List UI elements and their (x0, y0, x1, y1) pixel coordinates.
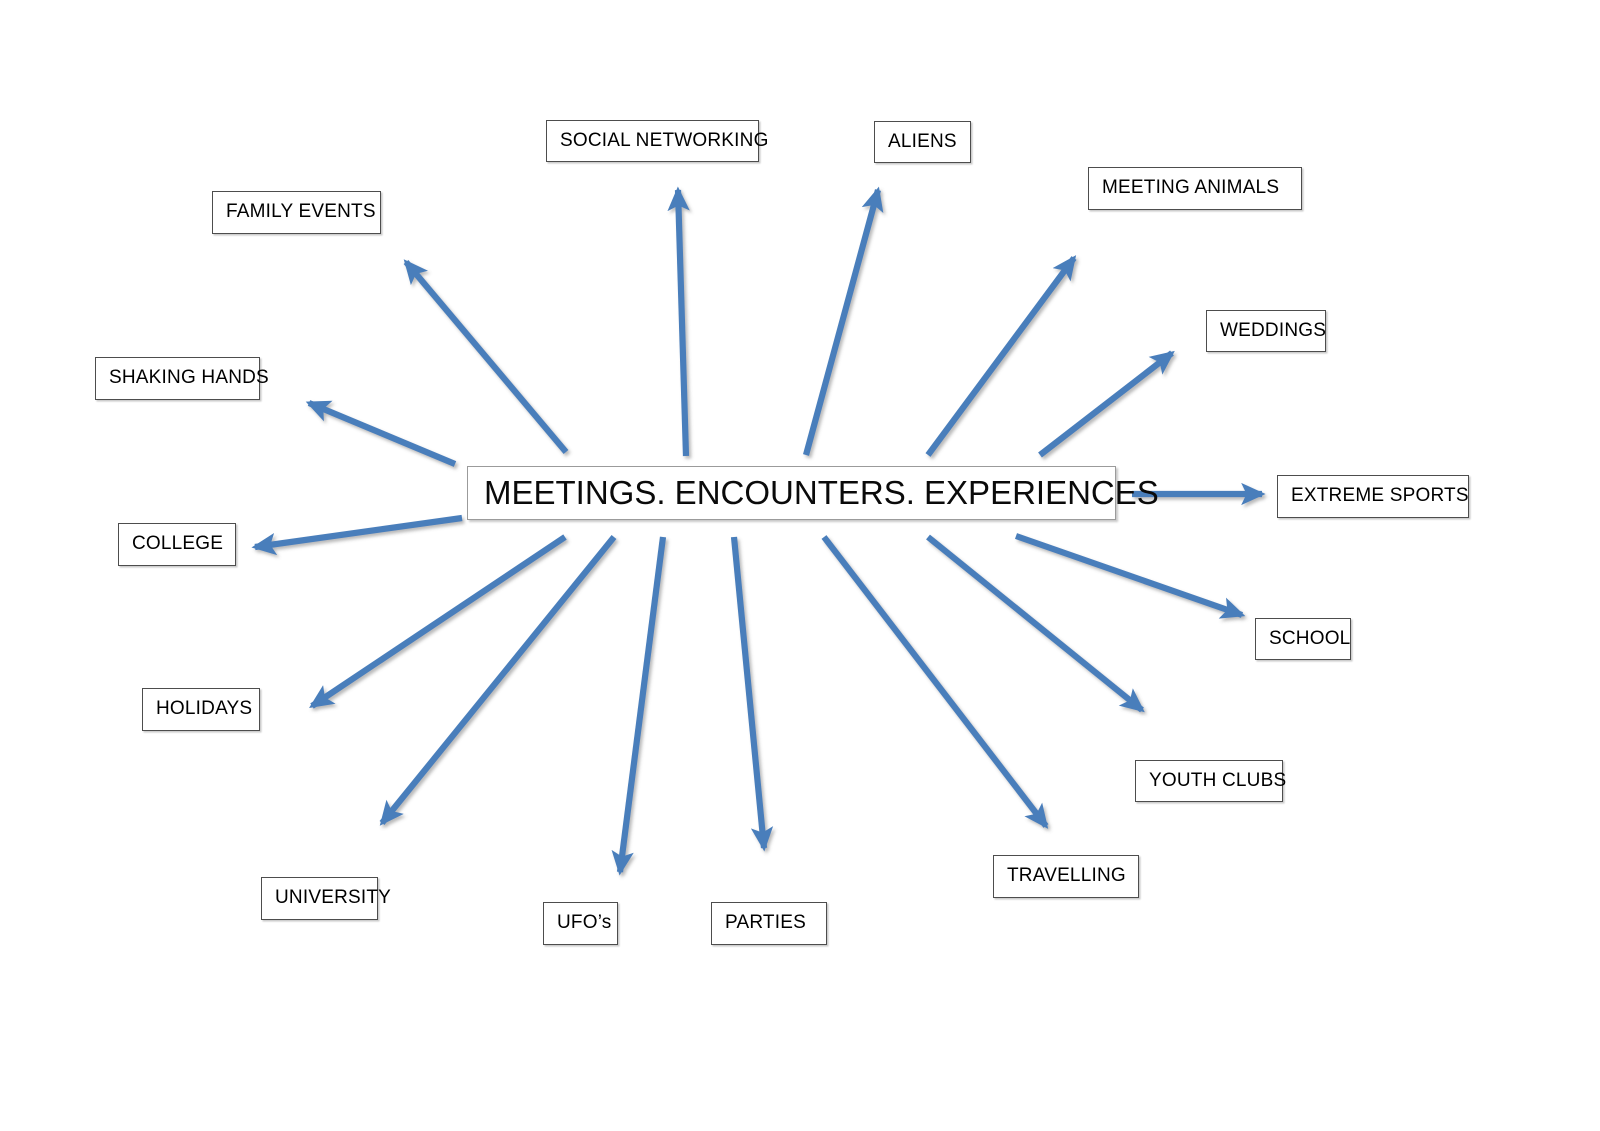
node-university[interactable]: UNIVERSITY (261, 877, 391, 920)
node-label-weddings: WEDDINGS (1220, 319, 1327, 341)
node-social-networking[interactable]: SOCIAL NETWORKING (546, 120, 768, 162)
node-youth-clubs[interactable]: YOUTH CLUBS (1135, 760, 1286, 802)
node-label-meeting-animals: MEETING ANIMALS (1102, 177, 1280, 199)
arrow-to-parties (730, 536, 774, 852)
arrow-to-family-events (403, 259, 569, 454)
node-label-ufos: UFO’s (557, 912, 612, 934)
arrow-to-shaking-hands (305, 400, 457, 467)
node-college[interactable]: COLLEGE (118, 523, 236, 566)
node-label-extreme-sports: EXTREME SPORTS (1291, 485, 1469, 507)
node-label-youth-clubs: YOUTH CLUBS (1149, 769, 1287, 791)
node-parties[interactable]: PARTIES (711, 902, 827, 945)
arrow-to-social-networking (667, 186, 690, 457)
arrow-to-holidays (309, 534, 567, 709)
arrow-to-ufos (611, 536, 667, 876)
arrow-to-weddings (1038, 350, 1175, 458)
node-aliens[interactable]: ALIENS (874, 121, 971, 163)
node-label-university: UNIVERSITY (275, 887, 392, 909)
arrow-to-college (251, 514, 463, 556)
node-weddings[interactable]: WEDDINGS (1206, 310, 1326, 352)
node-label-college: COLLEGE (132, 533, 224, 555)
arrow-to-university (379, 535, 617, 826)
node-label-shaking-hands: SHAKING HANDS (109, 367, 269, 389)
node-travelling[interactable]: TRAVELLING (993, 855, 1139, 898)
node-label-social-networking: SOCIAL NETWORKING (560, 129, 769, 151)
arrow-to-meeting-animals (925, 255, 1077, 457)
node-label-school: SCHOOL (1269, 627, 1351, 649)
node-school[interactable]: SCHOOL (1255, 618, 1351, 660)
node-label-aliens: ALIENS (888, 130, 957, 152)
node-family-events[interactable]: FAMILY EVENTS (212, 191, 381, 234)
arrow-to-youth-clubs (926, 534, 1145, 713)
node-label-travelling: TRAVELLING (1007, 865, 1126, 887)
node-holidays[interactable]: HOLIDAYS (142, 688, 260, 731)
arrow-to-aliens (803, 186, 884, 456)
node-ufos[interactable]: UFO’s (543, 902, 618, 945)
node-label-holidays: HOLIDAYS (156, 698, 253, 720)
node-shaking-hands[interactable]: SHAKING HANDS (95, 357, 269, 400)
node-label-family-events: FAMILY EVENTS (226, 201, 376, 223)
center-node[interactable]: MEETINGS. ENCOUNTERS. EXPERIENCES (467, 466, 1159, 520)
arrow-to-school (1014, 533, 1246, 619)
node-label-parties: PARTIES (725, 912, 806, 934)
node-meeting-animals[interactable]: MEETING ANIMALS (1088, 167, 1302, 210)
center-node-label: MEETINGS. ENCOUNTERS. EXPERIENCES (484, 473, 1159, 511)
node-extreme-sports[interactable]: EXTREME SPORTS (1277, 475, 1469, 518)
arrow-to-travelling (821, 535, 1049, 829)
